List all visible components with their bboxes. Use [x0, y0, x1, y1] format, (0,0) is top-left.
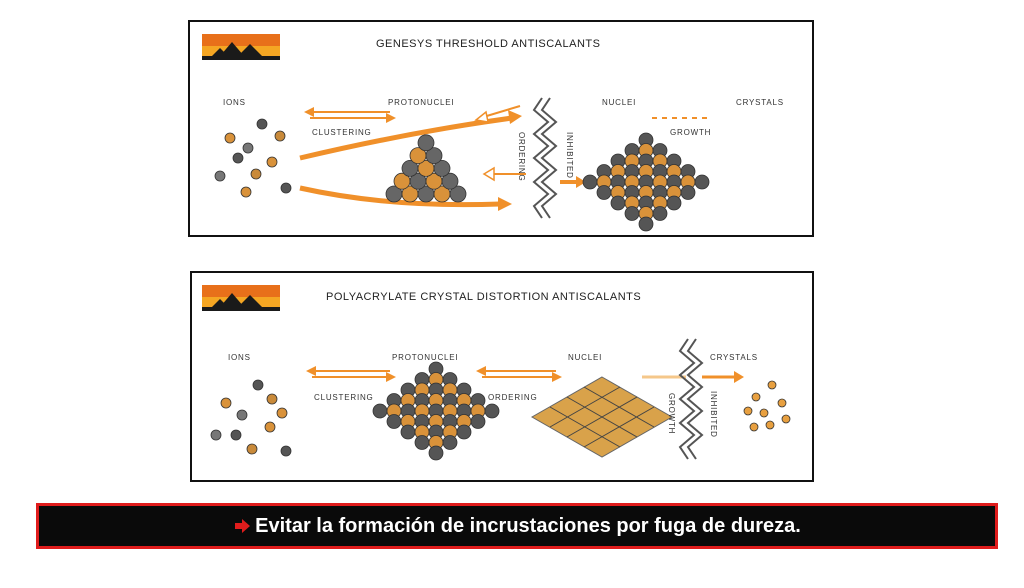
label-nuclei: NUCLEI — [568, 353, 603, 362]
inhibition-barrier — [532, 97, 550, 219]
nuclei-particle — [624, 206, 640, 221]
polyacrylate-distortion-panel: POLYACRYLATE CRYSTAL DISTORTION ANTISCAL… — [190, 271, 814, 482]
protonuclei-particle — [414, 435, 430, 450]
ion-particle — [280, 445, 292, 457]
protonuclei-particle — [441, 172, 459, 190]
summary-banner: Evitar la formación de incrustaciones po… — [36, 503, 998, 549]
nuclei-particle — [694, 174, 710, 190]
label-protonuclei: PROTONUCLEI — [388, 98, 455, 107]
ion-particle — [220, 397, 232, 409]
ion-particle — [240, 186, 252, 198]
label-ordering: ORDERING — [517, 132, 526, 182]
ion-particle — [242, 142, 254, 154]
ion-particle — [266, 393, 278, 405]
ion-particle — [250, 168, 262, 180]
curve-arrow-upper — [299, 115, 513, 161]
panel1-diagram — [214, 97, 710, 232]
panel-title: GENESYS THRESHOLD ANTISCALANTS — [376, 38, 601, 50]
label-ordering: ORDERING — [488, 393, 538, 402]
label-growth: GROWTH — [670, 128, 712, 137]
genesys-logo-icon — [202, 285, 280, 311]
genesys-threshold-panel: GENESYS THRESHOLD ANTISCALANTS IONS PROT… — [188, 20, 814, 237]
ion-particle — [264, 421, 276, 433]
ion-particle — [232, 152, 244, 164]
panel-title: POLYACRYLATE CRYSTAL DISTORTION ANTISCAL… — [326, 291, 642, 303]
protonuclei-particle — [449, 185, 467, 203]
label-crystals: CRYSTALS — [710, 353, 758, 362]
protonuclei-particle — [484, 403, 500, 419]
protonuclei-particle — [442, 435, 458, 450]
ion-particle — [224, 132, 236, 144]
ion-particle — [236, 409, 248, 421]
nuclei-particle — [652, 206, 668, 221]
label-growth: GROWTH — [667, 393, 676, 435]
nuclei-particle — [680, 185, 696, 200]
label-clustering: CLUSTERING — [314, 393, 374, 402]
red-arrow-icon — [235, 519, 251, 533]
protonuclei-particle — [417, 134, 435, 152]
protonuclei-particle — [386, 414, 402, 429]
label-ions: IONS — [228, 353, 251, 362]
protonuclei-particle — [456, 424, 472, 440]
protonuclei-particle — [425, 147, 443, 165]
nuclei-particle — [610, 195, 626, 211]
label-clustering: CLUSTERING — [312, 128, 372, 137]
ion-particle — [210, 429, 222, 441]
ion-particle — [280, 182, 292, 194]
crystal-particle — [751, 392, 761, 402]
label-crystals: CRYSTALS — [736, 98, 784, 107]
crystal-particle — [749, 422, 759, 432]
nuclei-particle — [596, 185, 612, 200]
ion-particle — [266, 156, 278, 168]
protonuclei-particle — [372, 403, 388, 419]
nuclei-particle — [638, 216, 654, 232]
crystal-particle — [743, 406, 753, 416]
protonuclei-particle — [470, 414, 486, 429]
nuclei-particle — [666, 195, 682, 211]
ion-particle — [256, 118, 268, 130]
genesys-logo-icon — [202, 34, 280, 60]
ion-particle — [246, 443, 258, 455]
ion-particle — [214, 170, 226, 182]
label-nuclei: NUCLEI — [602, 98, 637, 107]
panel2-diagram — [210, 338, 791, 461]
label-protonuclei: PROTONUCLEI — [392, 353, 459, 362]
ion-particle — [276, 407, 288, 419]
protonuclei-particle — [428, 445, 444, 461]
crystal-particle — [767, 380, 777, 390]
inhibition-barrier — [678, 338, 696, 460]
nuclei-particle — [582, 174, 598, 190]
protonuclei-particle — [400, 424, 416, 440]
label-inhibited: INHIBITED — [565, 132, 574, 179]
label-inhibited: INHIBITED — [709, 391, 718, 438]
label-ions: IONS — [223, 98, 246, 107]
banner-text: Evitar la formación de incrustaciones po… — [255, 514, 801, 537]
crystal-particle — [765, 420, 775, 430]
crystal-particle — [777, 398, 787, 408]
crystal-particle — [781, 414, 791, 424]
ion-particle — [252, 379, 264, 391]
ion-particle — [230, 429, 242, 441]
ion-particle — [274, 130, 286, 142]
protonuclei-particle — [433, 159, 451, 177]
crystal-particle — [759, 408, 769, 418]
